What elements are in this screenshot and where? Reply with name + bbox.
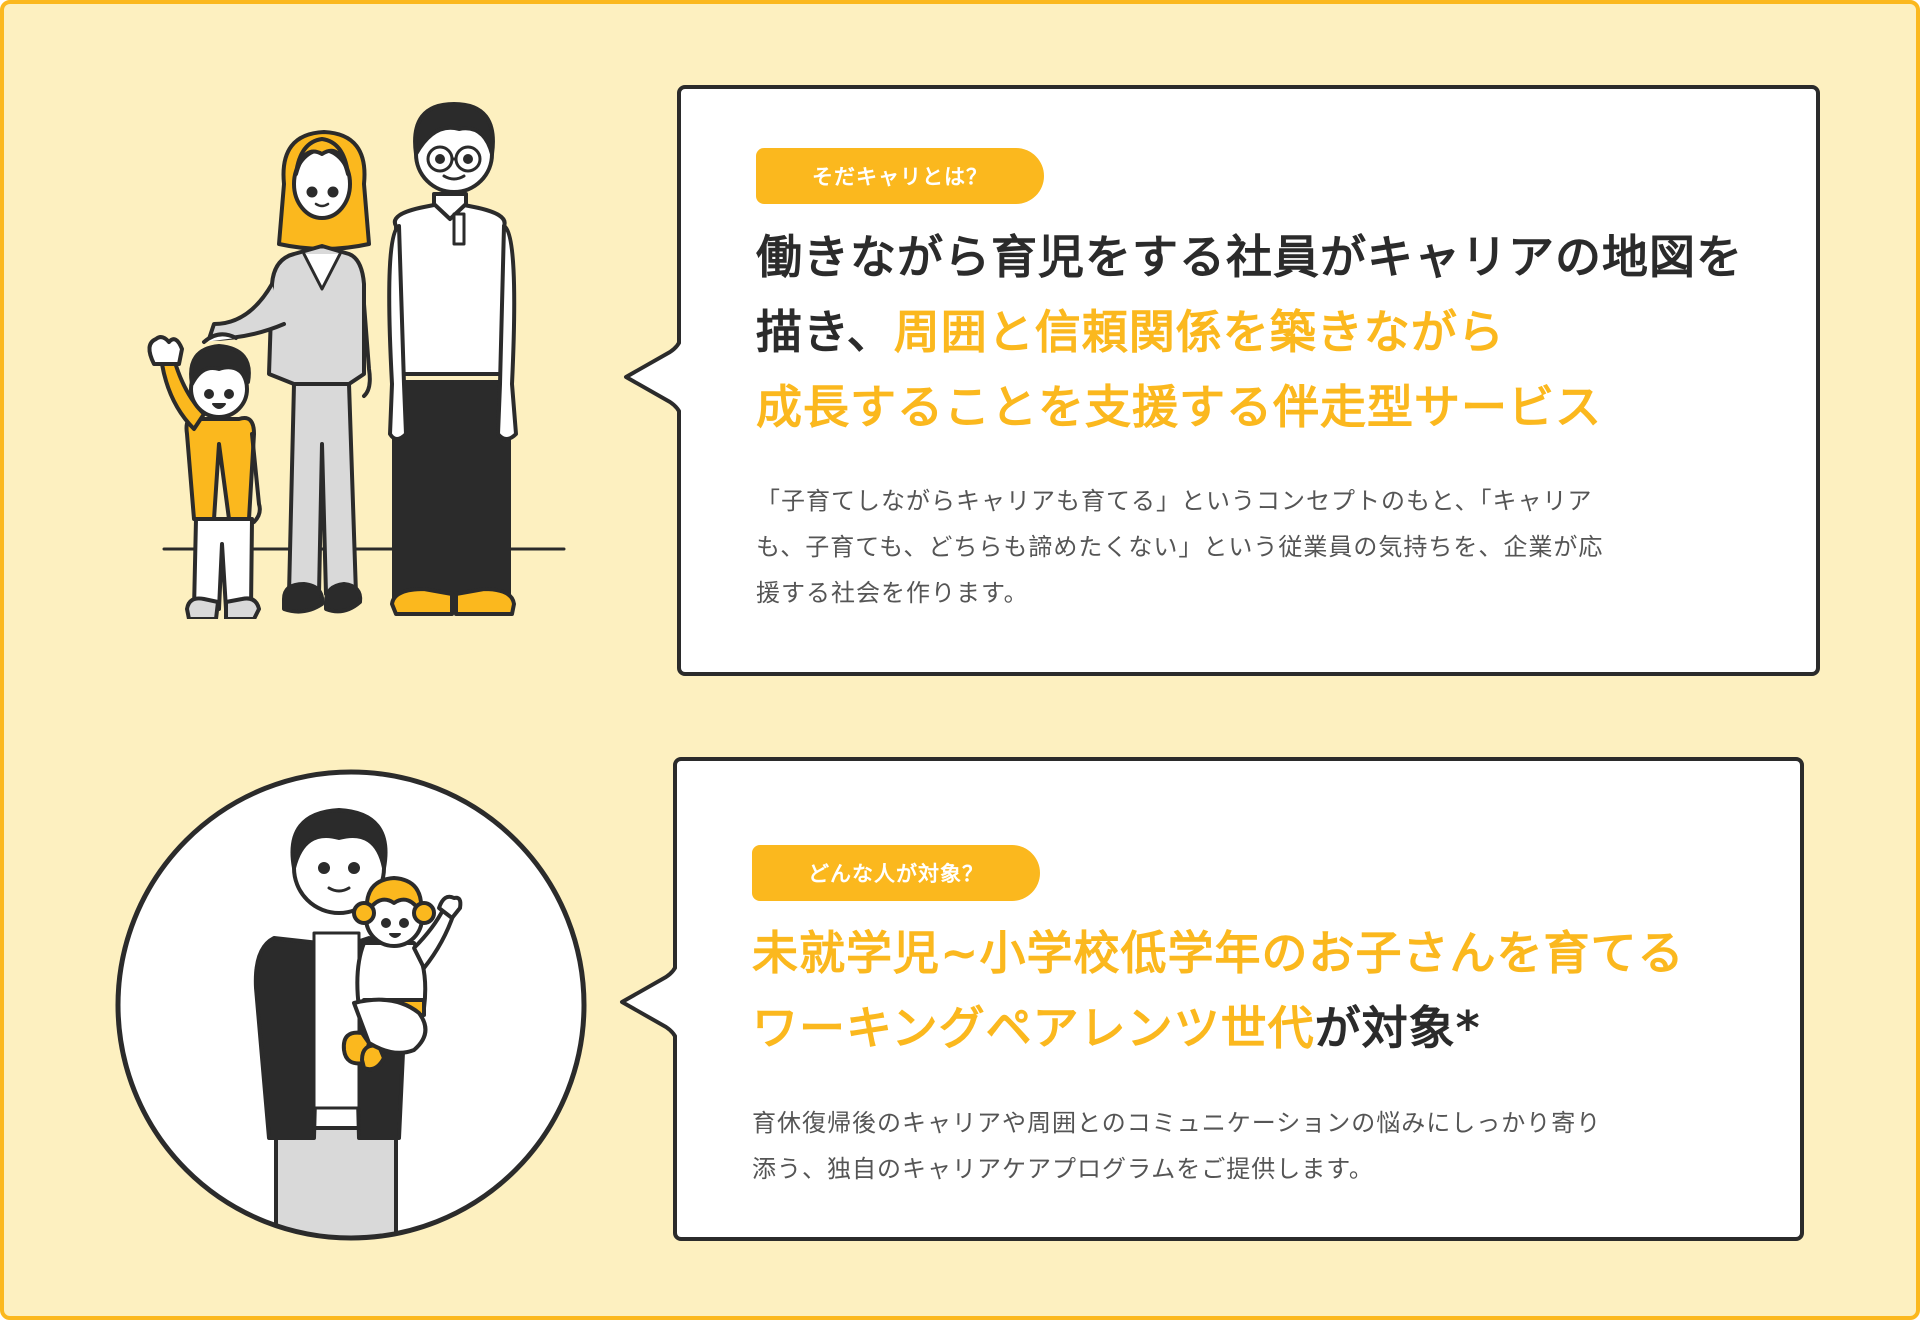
about-card — [677, 85, 1820, 676]
about-headline-line3: 成長することを支援する伴走型サービス — [756, 380, 1602, 434]
target-badge: どんな人が対象？ — [752, 845, 1040, 901]
target-headline-line1: 未就学児~小学校低学年のお子さんを育てる — [752, 926, 1685, 980]
target-description-line2: 添う、独自のキャリアケアプログラムをご提供します。 — [752, 1155, 1374, 1183]
family-illustration — [147, 102, 566, 619]
about-headline: 働きながら育児をする社員がキャリアの地図を 描き、周囲と信頼関係を築きながら 成… — [756, 220, 1743, 445]
speech-tail — [620, 959, 680, 1045]
about-headline-line1: 働きながら育児をする社員がキャリアの地図を — [756, 230, 1743, 284]
target-headline-line2-accent: ワーキングペアレンツ世代 — [752, 1001, 1315, 1055]
target-headline-line2: ワーキングペアレンツ世代が対象* — [752, 991, 1685, 1066]
about-badge: そだキャリとは？ — [756, 148, 1044, 204]
target-description-line1: 育休復帰後のキャリアや周囲とのコミュニケーションの悩みにしっかり寄り — [752, 1109, 1602, 1137]
about-description-line3: 援する社会を作ります。 — [756, 579, 1029, 607]
about-headline-line2: 描き、周囲と信頼関係を築きながら — [756, 295, 1743, 370]
about-description-line2: も、子育ても、どちらも諦めたくない」という従業員の気持ちを、企業が応 — [756, 533, 1604, 561]
target-headline-line2-dark: が対象* — [1314, 1001, 1481, 1055]
speech-tail — [624, 334, 684, 420]
about-description-line1: 「子育てしながらキャリアも育てる」というコンセプトのもと、「キャリア — [756, 487, 1593, 515]
target-card — [673, 757, 1804, 1241]
target-headline: 未就学児~小学校低学年のお子さんを育てる ワーキングペアレンツ世代が対象* — [752, 916, 1685, 1066]
target-description: 育休復帰後のキャリアや周囲とのコミュニケーションの悩みにしっかり寄り 添う、独自… — [752, 1100, 1601, 1192]
about-headline-line2-accent: 周囲と信頼関係を築きながら — [893, 305, 1505, 359]
about-description: 「子育てしながらキャリアも育てる」というコンセプトのもと、「キャリア も、子育て… — [756, 478, 1603, 616]
about-headline-line2-dark: 描き、 — [756, 305, 894, 359]
parent-holding-child-illustration — [115, 769, 587, 1241]
